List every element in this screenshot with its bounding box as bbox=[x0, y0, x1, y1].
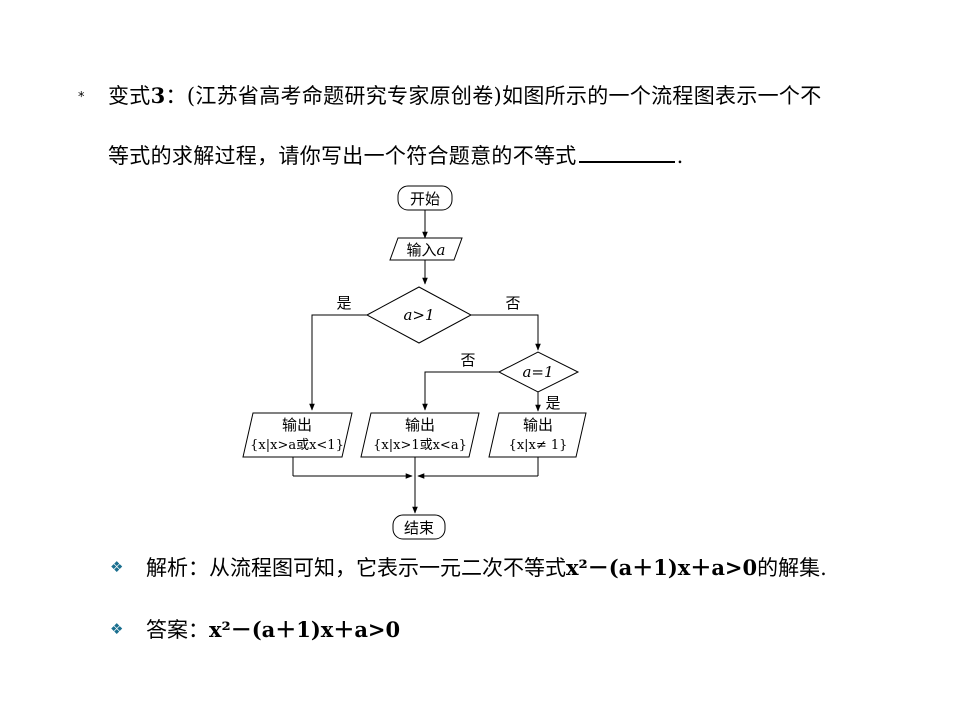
cond2-label: a=1 bbox=[522, 363, 553, 381]
analysis-label: 解析：从流程图可知，它表示一元二次不等式 bbox=[146, 556, 566, 580]
question-period: . bbox=[676, 144, 684, 168]
question-text-2: 等式的求解过程，请你写出一个符合题意的不等式 bbox=[108, 144, 577, 168]
variant-label: 变式 bbox=[108, 84, 151, 108]
cond1-yes-label: 是 bbox=[336, 294, 351, 312]
variant-number: 3 bbox=[150, 83, 166, 108]
answer-line: 答案：x²－(a＋1)x＋a>0 bbox=[146, 614, 400, 644]
cond2-yes-label: 是 bbox=[545, 394, 560, 412]
question-line-2: 等式的求解过程，请你写出一个符合题意的不等式. bbox=[108, 140, 684, 170]
input-box bbox=[389, 237, 463, 261]
cond1-label: a>1 bbox=[403, 306, 434, 324]
star-bullet-icon: * bbox=[78, 90, 85, 105]
answer-blank bbox=[578, 143, 675, 163]
source-note: (江苏省高考命题研究专家原创卷) bbox=[186, 84, 503, 108]
question-text-1: 如图所示的一个流程图表示一个不 bbox=[502, 84, 822, 108]
out2-set: {x|x>1或x<a} bbox=[373, 438, 467, 453]
answer-bullet-icon: ❖ bbox=[110, 620, 124, 638]
analysis-formula: x²－(a＋1)x＋a>0 bbox=[566, 555, 758, 580]
decision-a-eq-1 bbox=[497, 351, 580, 393]
question-line-1: 变式3：(江苏省高考命题研究专家原创卷)如图所示的一个流程图表示一个不 bbox=[108, 80, 822, 110]
end-terminal bbox=[392, 514, 446, 540]
answer-label: 答案： bbox=[146, 618, 209, 642]
analysis-bullet-icon: ❖ bbox=[110, 558, 124, 576]
cond1-no-label: 否 bbox=[505, 294, 520, 312]
out1-title: 输出 bbox=[282, 416, 312, 434]
out1-set: {x|x>a或x<1} bbox=[250, 438, 344, 453]
end-label: 结束 bbox=[404, 519, 434, 537]
analysis-suffix: 的解集. bbox=[757, 556, 827, 580]
answer-formula: x²－(a＋1)x＋a>0 bbox=[209, 617, 401, 642]
cond2-no-label: 否 bbox=[460, 351, 475, 369]
variant-colon: ： bbox=[165, 84, 187, 108]
start-label: 开始 bbox=[410, 190, 440, 208]
out3-set: {x|x≠ 1} bbox=[509, 438, 568, 453]
input-label: 输入a bbox=[407, 241, 446, 259]
output-box-2 bbox=[360, 412, 480, 458]
output-box-3 bbox=[488, 412, 587, 458]
out2-title: 输出 bbox=[405, 416, 435, 434]
analysis-line: 解析：从流程图可知，它表示一元二次不等式x²－(a＋1)x＋a>0的解集. bbox=[146, 552, 827, 582]
output-box-1 bbox=[242, 412, 353, 458]
out3-title: 输出 bbox=[523, 416, 553, 434]
